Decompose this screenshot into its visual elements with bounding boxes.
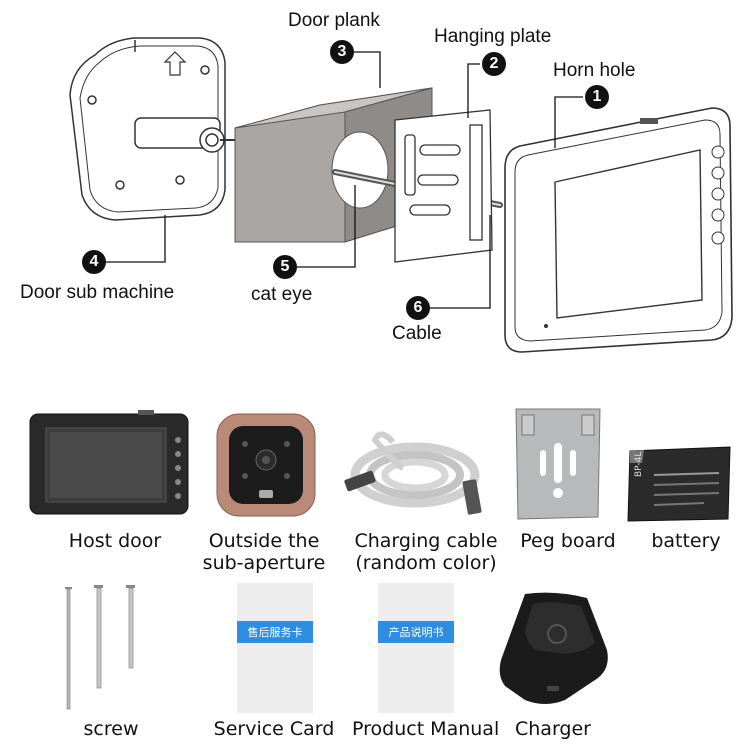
label-screw: screw — [83, 718, 139, 740]
callout-label-hanging-plate: Hanging plate — [434, 26, 552, 47]
battery-model-label: BP-4L — [634, 451, 644, 477]
label-charging-cable: Charging cable (random color) — [340, 530, 512, 574]
label-product-manual: Product Manual — [352, 718, 500, 740]
label-host-door: Host door — [68, 530, 162, 552]
callout-label-cat-eye: cat eye — [251, 284, 313, 305]
callout-number-5: 5 — [273, 255, 297, 279]
callout-label-door-sub-machine: Door sub machine — [20, 282, 175, 303]
peg-board-image — [512, 405, 604, 523]
label-outside-line1: Outside the — [208, 530, 320, 552]
label-charging-line2: (random color) — [355, 552, 497, 574]
door-sub-machine-drawing — [69, 37, 226, 221]
label-outside-line2: sub-aperture — [202, 552, 326, 574]
label-charger: Charger — [515, 718, 591, 740]
callout-number-1: 1 — [585, 85, 609, 109]
label-charging-line1: Charging cable — [354, 530, 498, 552]
battery-image: BP-4L — [624, 445, 734, 523]
charging-cable-image — [335, 420, 500, 525]
installation-diagram: 1 Horn hole 2 Hanging plate 3 Door plank… — [20, 10, 733, 353]
label-battery: battery — [651, 530, 721, 552]
outside-sub-aperture-image — [215, 412, 317, 518]
label-outside-sub-aperture: Outside the sub-aperture — [196, 530, 332, 574]
host-screen-drawing — [504, 107, 733, 353]
service-card-image: 售后服务卡 — [237, 583, 313, 713]
callout-number-2: 2 — [482, 52, 506, 76]
service-card-band: 售后服务卡 — [237, 621, 313, 643]
callout-number-3: 3 — [330, 40, 354, 64]
charger-image — [495, 590, 615, 710]
callout-number-6: 6 — [406, 296, 430, 320]
label-peg-board: Peg board — [520, 530, 616, 552]
callout-label-horn-hole: Horn hole — [553, 60, 636, 81]
callout-label-door-plank: Door plank — [288, 10, 380, 31]
manual-card-band: 产品说明书 — [378, 621, 454, 643]
hanging-plate-drawing — [394, 109, 493, 263]
callout-label-cable: Cable — [392, 323, 442, 344]
service-card-text: 售后服务卡 — [247, 626, 303, 639]
diagram-drawing — [69, 37, 733, 353]
product-manual-image: 产品说明书 — [378, 583, 454, 713]
leader-lines — [106, 51, 583, 309]
manual-card-text: 产品说明书 — [388, 626, 444, 639]
callout-number-4: 4 — [82, 250, 106, 274]
host-door-image — [28, 410, 190, 518]
label-service-card: Service Card — [213, 718, 335, 740]
screws-image — [60, 583, 145, 713]
